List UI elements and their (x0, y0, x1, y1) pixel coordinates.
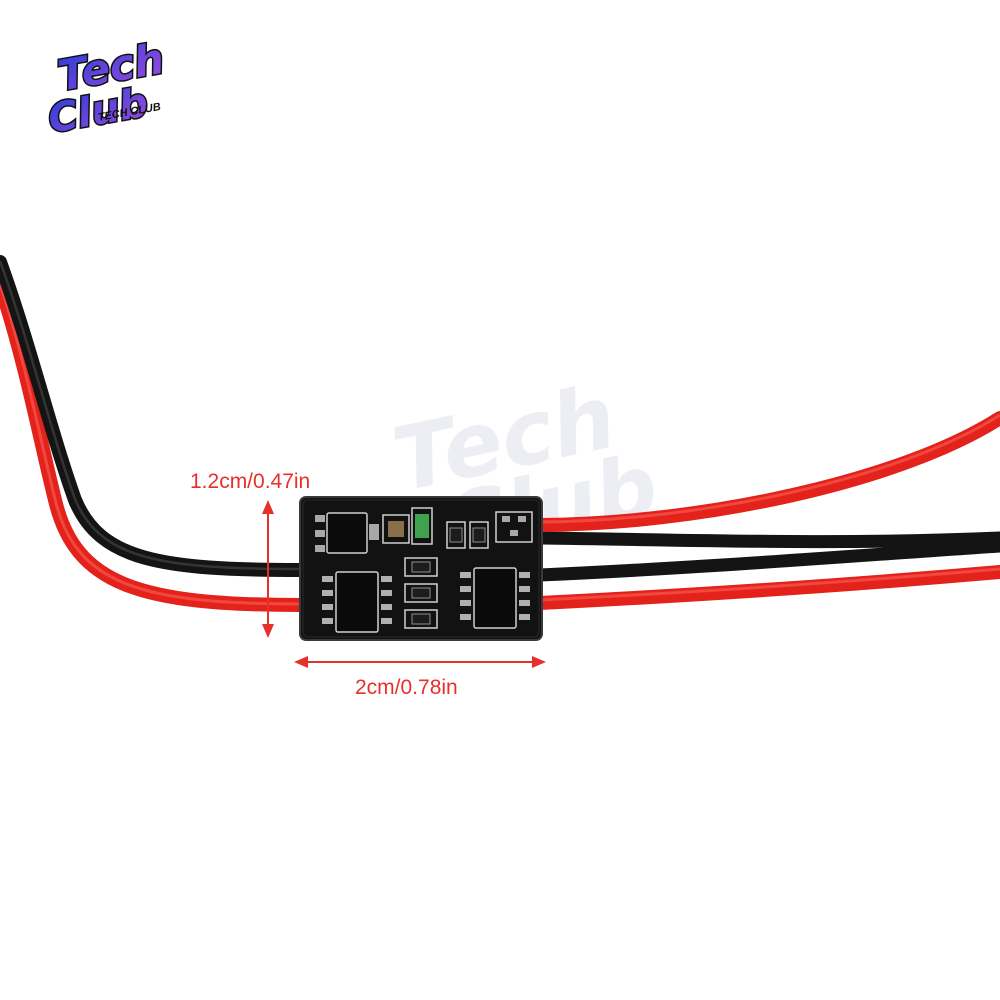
center-passives-icon (404, 557, 438, 629)
lower-right-wire-pair (533, 539, 1000, 610)
right-ic-chip-icon (460, 567, 530, 629)
upper-right-black-wire (533, 531, 1000, 549)
dimension-arrow-icon (262, 500, 546, 668)
left-wire-pair (0, 255, 307, 612)
led-component-icon (382, 507, 433, 545)
height-dimension-label: 1.2cm/0.47in (190, 470, 311, 493)
width-dimension-label: 2cm/0.78in (355, 676, 458, 699)
smd-resistor-icon (446, 521, 489, 549)
tech-club-logo-icon: Tech Club (43, 32, 169, 144)
watermark-logo-icon: Tech Club (384, 365, 666, 578)
regulator-chip-icon (315, 512, 379, 554)
pcb-board (299, 496, 543, 641)
upper-right-wire-pair (533, 411, 1000, 549)
upper-right-red-wire (533, 411, 1000, 532)
left-ic-chip-icon (322, 571, 392, 633)
lower-right-black-wire (533, 539, 1000, 582)
lower-right-red-wire (533, 565, 1000, 610)
transistor-icon (495, 511, 533, 543)
left-black-wire (0, 255, 307, 577)
